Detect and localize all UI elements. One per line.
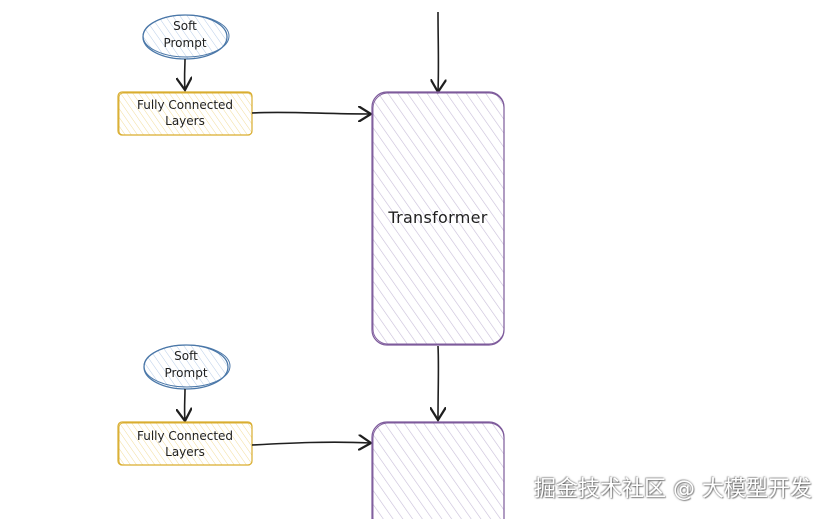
fully-connected-node-top xyxy=(117,91,253,136)
soft-prompt-node-bottom xyxy=(143,344,231,390)
fc-to-transformer-arrow-top xyxy=(251,112,371,114)
transformer-node-bottom xyxy=(371,421,505,519)
fully-connected-node-bottom xyxy=(117,421,253,466)
soft-prompt-node-top xyxy=(142,14,230,60)
transformer-node-top xyxy=(371,91,505,346)
fc-to-transformer-arrow-bottom xyxy=(251,442,371,445)
